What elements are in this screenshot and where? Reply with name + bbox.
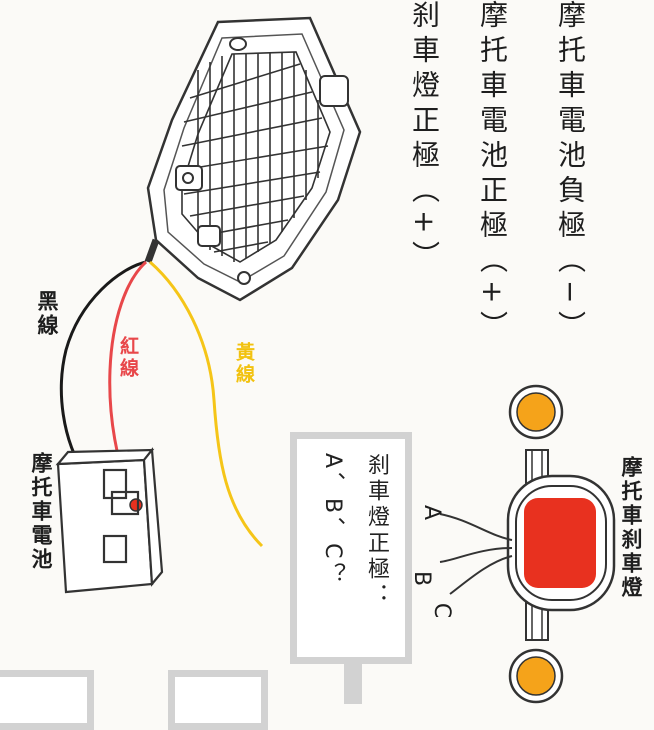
lead-c — [449, 555, 513, 595]
clip-grille — [181, 51, 331, 263]
wiring-diagram — [55, 16, 616, 704]
lead-b — [439, 547, 513, 563]
terminal-a-label: A — [419, 504, 445, 521]
legend-line-1: 摩托車電池負極（−） — [554, 0, 587, 346]
terminal-c-label: C — [429, 602, 455, 619]
question-line-2: A、B、C？ — [320, 453, 345, 589]
clip-housing — [144, 16, 362, 302]
battery-label: 摩托車電池 — [29, 452, 53, 572]
question-line-1: 刹車燈正極： — [364, 453, 389, 609]
legend-line-3: 刹車燈正極（+） — [408, 0, 441, 276]
brake-lamp — [506, 384, 616, 704]
answer-box-2 — [0, 670, 94, 730]
red-wire-label: 紅線 — [117, 336, 139, 380]
legend-line-2: 摩托車電池正極（+） — [476, 0, 509, 346]
black-wire-label: 黑線 — [35, 290, 59, 338]
terminal-b-label: B — [409, 570, 435, 587]
battery — [55, 447, 164, 594]
question-box: 刹車燈正極： A、B、C？ — [290, 432, 412, 664]
brake-light-label: 摩托車刹車燈 — [619, 456, 643, 600]
yellow-wire-label: 黃線 — [233, 342, 255, 386]
lead-a — [439, 513, 513, 541]
answer-box-1 — [168, 670, 268, 730]
yellow-wire — [149, 260, 264, 548]
